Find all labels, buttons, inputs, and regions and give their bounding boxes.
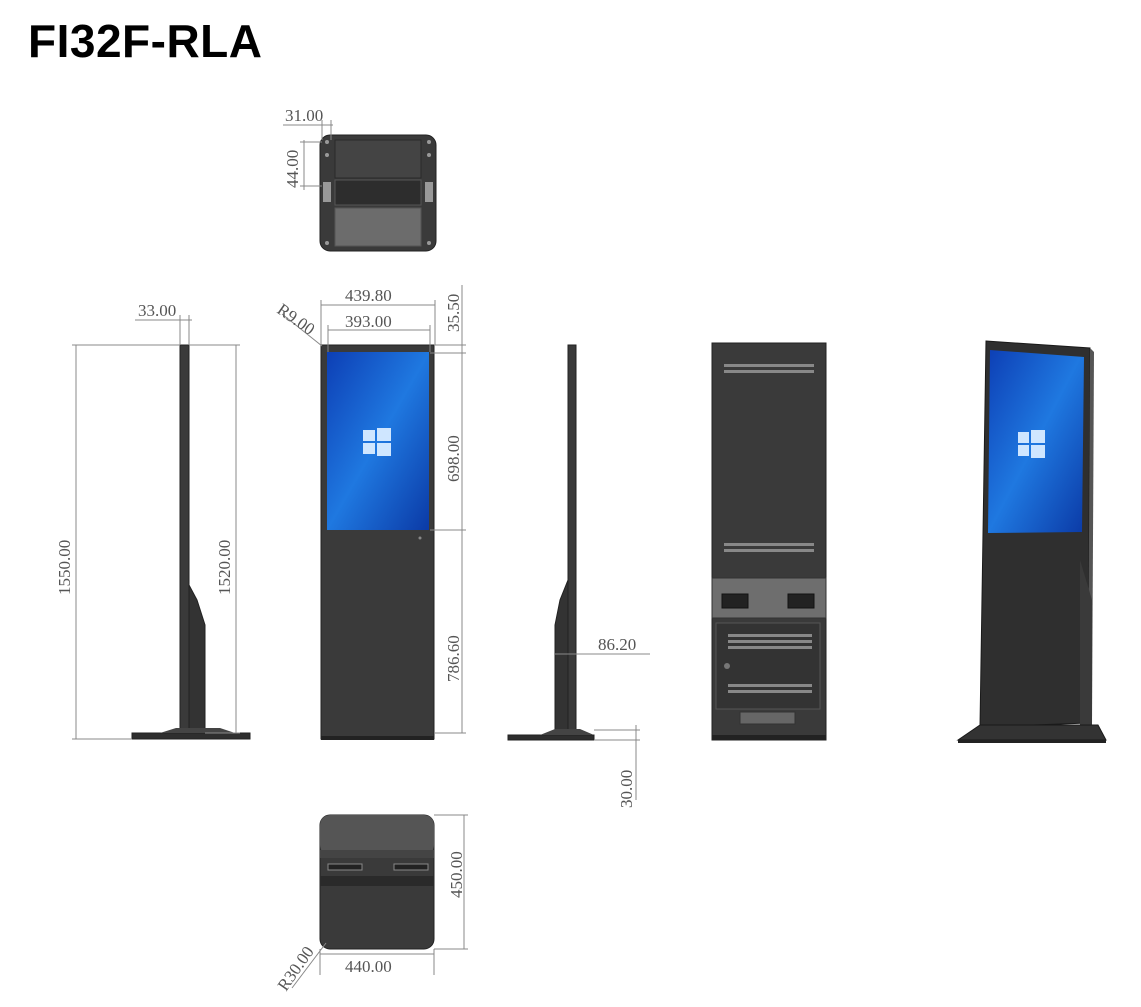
perspective-view: [956, 340, 1107, 743]
front-dim-screen-height: 698.00: [444, 435, 463, 482]
bottom-view: 450.00 440.00 R30.00: [274, 814, 468, 995]
top-dim-31: 31.00: [285, 106, 323, 125]
front-dim-outer-width: 439.80: [345, 286, 392, 305]
back-view: [711, 342, 827, 741]
side-dim-total-height: 1550.00: [55, 540, 74, 595]
windows-logo-icon-perspective: [1018, 430, 1045, 458]
bottom-dim-corner-radius: R30.00: [274, 943, 318, 995]
profile-dim-depth: 86.20: [598, 635, 636, 654]
side-view: 33.00 1550.00 1520.00: [55, 301, 251, 740]
page-title: FI32F-RLA: [28, 15, 263, 67]
top-dim-44: 44.00: [283, 150, 302, 188]
front-dim-top-offset: 35.50: [444, 294, 463, 332]
front-dim-lower-height: 786.60: [444, 635, 463, 682]
side-dim-width: 33.00: [138, 301, 176, 320]
side-dim-inner-height: 1520.00: [215, 540, 234, 595]
windows-logo-icon: [363, 428, 391, 456]
bottom-dim-depth: 450.00: [447, 851, 466, 898]
front-dim-corner-radius: R9.00: [274, 300, 319, 339]
profile-dim-base-height: 30.00: [617, 770, 636, 808]
bottom-dim-width: 440.00: [345, 957, 392, 976]
front-dim-screen-width: 393.00: [345, 312, 392, 331]
profile-view: 86.20 30.00: [507, 344, 650, 808]
front-view: 439.80 393.00 R9.00 35.50 698.00 786.60: [274, 285, 466, 740]
top-view: 31.00 44.00: [283, 106, 437, 252]
